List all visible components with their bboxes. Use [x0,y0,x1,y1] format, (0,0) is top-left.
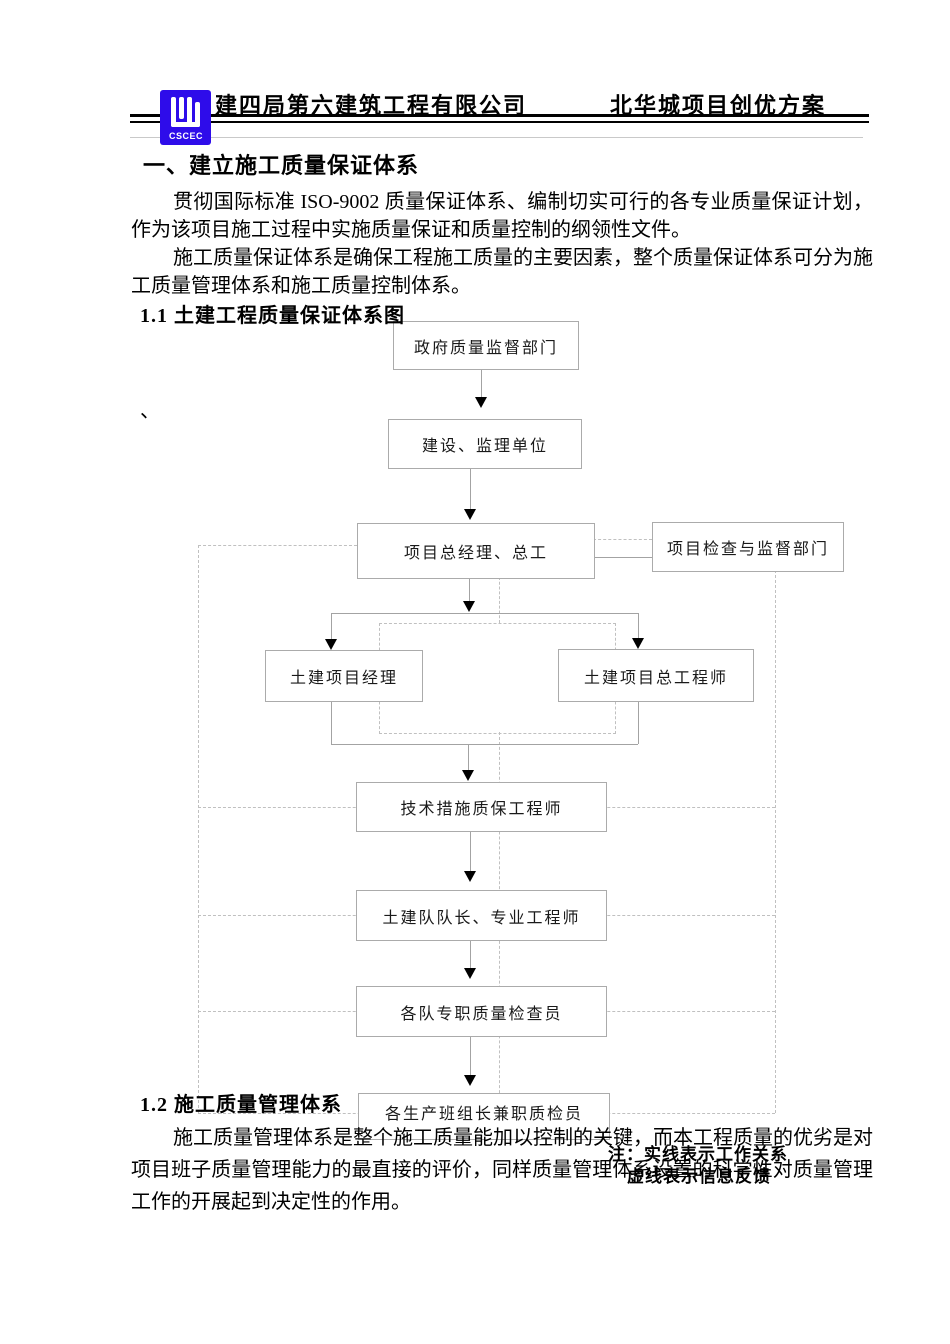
node-civil-chief-engineer: 土建项目总工程师 [558,649,754,702]
arrowhead-jianshe-to-gm [464,509,476,520]
connector-inspector-to-crew [470,1035,471,1075]
node-civil-project-manager: 土建项目经理 [265,650,423,702]
arrowhead-to-tech [462,770,474,781]
node-construction-supervision-unit: 建设、监理单位 [388,419,582,469]
arrowhead-gov-to-jianshe [475,397,487,408]
dashed-feedback-right-vertical [775,570,776,1113]
header-project-name: 北华城项目创优方案 [610,93,827,118]
node-project-gm-chief-engineer: 项目总经理、总工 [357,523,595,579]
arrowhead-to-teamleader [464,871,476,882]
dashed-feedback-left-vertical [198,545,199,1113]
node-tech-qa-engineer: 技术措施质保工程师 [356,782,607,832]
header-divider-faint [130,137,863,138]
heading-1-1: 1.1 土建工程质量保证体系图 [140,305,405,327]
connector-merge-bar-bottom [331,744,638,745]
connector-merge-to-tech [468,744,469,770]
cscec-logo: CSCEC [160,90,211,145]
node-gov-quality-supervision: 政府质量监督部门 [393,321,579,370]
heading-1-2: 1.2 施工质量管理体系 [140,1094,342,1116]
connector-civil-chief-down [638,700,639,744]
connector-jianshe-to-gm [470,467,471,510]
node-crew-leader-qc: 各生产班组长兼职质检员 [358,1093,610,1140]
paragraph-3: 施工质量管理体系是整个施工质量能加以控制的关键，而本工程质量的优劣是对项目班子质… [131,1127,873,1213]
connector-to-civil-chief [638,613,639,639]
arrowhead-to-civil-manager [325,639,337,650]
header-company-name: 建四局第六建筑工程有限公司 [215,93,528,118]
connector-civil-manager-down [331,700,332,744]
dashed-feedback-top-left [198,545,357,546]
arrowhead-to-civil-chief [632,638,644,649]
arrowhead-to-crew [464,1075,476,1086]
header-rule-bottom [130,121,869,123]
arrowhead-gm-down [463,601,475,612]
cscec-logo-text: CSCEC [168,131,202,141]
stray-punctuation-mark: 、 [140,400,160,422]
connector-gm-to-inspection [593,557,652,558]
connector-tech-to-teamleader [470,830,471,871]
flowchart-note-line1: 注：实线表示工作关系 [608,1145,788,1164]
dashed-link-gm-to-inspection [593,539,652,540]
dashed-center-vertical-upper [499,577,500,623]
connector-teamleader-to-inspector [470,939,471,968]
paragraph-1: 贯彻国际标准 ISO-9002 质量保证体系、编制切实可行的各专业质量保证计划，… [131,191,873,241]
cscec-logo-mark: CSCEC [168,96,202,141]
flowchart-note-line2: 虚线表示信息反馈 [627,1167,771,1186]
section-title: 一、建立施工质量保证体系 [143,153,420,178]
node-team-leader-engineers: 土建队队长、专业工程师 [356,890,607,941]
connector-gm-down [469,577,470,602]
paragraph-2: 施工质量保证体系是确保工程施工质量的主要因素，整个质量保证体系可分为施工质量管理… [131,247,873,297]
node-team-qc-inspectors: 各队专职质量检查员 [356,986,607,1037]
connector-split-bar-top [331,613,638,614]
connector-to-civil-manager [331,613,332,640]
node-project-inspection-dept: 项目检查与监督部门 [652,522,844,572]
connector-gov-to-jianshe [481,368,482,398]
arrowhead-to-inspector [464,968,476,979]
header-rule-top [130,114,869,117]
